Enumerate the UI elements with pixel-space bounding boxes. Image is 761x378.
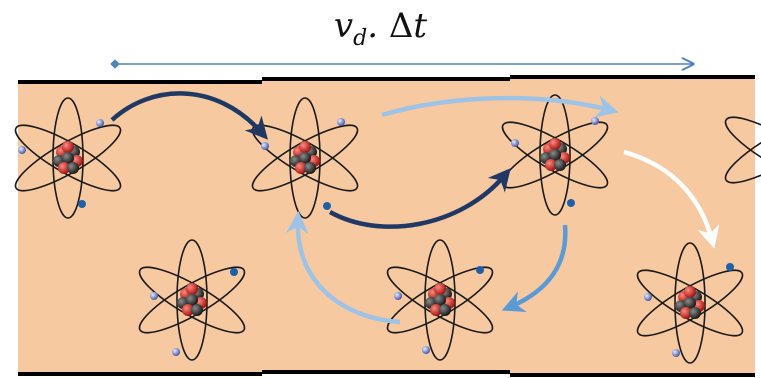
conductor-bottom-edge-1 — [18, 372, 262, 376]
conductor-top-edge-3 — [510, 75, 755, 79]
electron-path-6 — [328, 168, 511, 229]
conductor-bottom-edge-2 — [262, 370, 510, 374]
atom-5 — [494, 94, 616, 216]
label-delta: Δ — [388, 6, 414, 46]
electron-path-3 — [623, 149, 720, 249]
electron-path-4 — [501, 224, 568, 313]
electron-path-1 — [110, 91, 268, 140]
drift-distance-label: vd. Δt — [0, 6, 761, 51]
label-subscript-d: d — [353, 26, 368, 51]
conductor-top-edge-2 — [262, 77, 510, 81]
atom-6 — [629, 242, 751, 364]
conductor-bottom-edge-3 — [510, 373, 755, 377]
label-t: t — [413, 6, 428, 46]
atom-1 — [7, 97, 129, 219]
electron-path-5 — [286, 211, 401, 325]
atom-2 — [131, 239, 253, 361]
conductor-segment-3 — [510, 77, 755, 375]
atom-3 — [244, 97, 366, 219]
atom-4 — [379, 239, 501, 361]
label-v: v — [333, 6, 354, 46]
electron-path-2 — [381, 95, 619, 118]
conductor-top-edge-1 — [18, 80, 262, 84]
label-dot: . — [367, 6, 389, 46]
